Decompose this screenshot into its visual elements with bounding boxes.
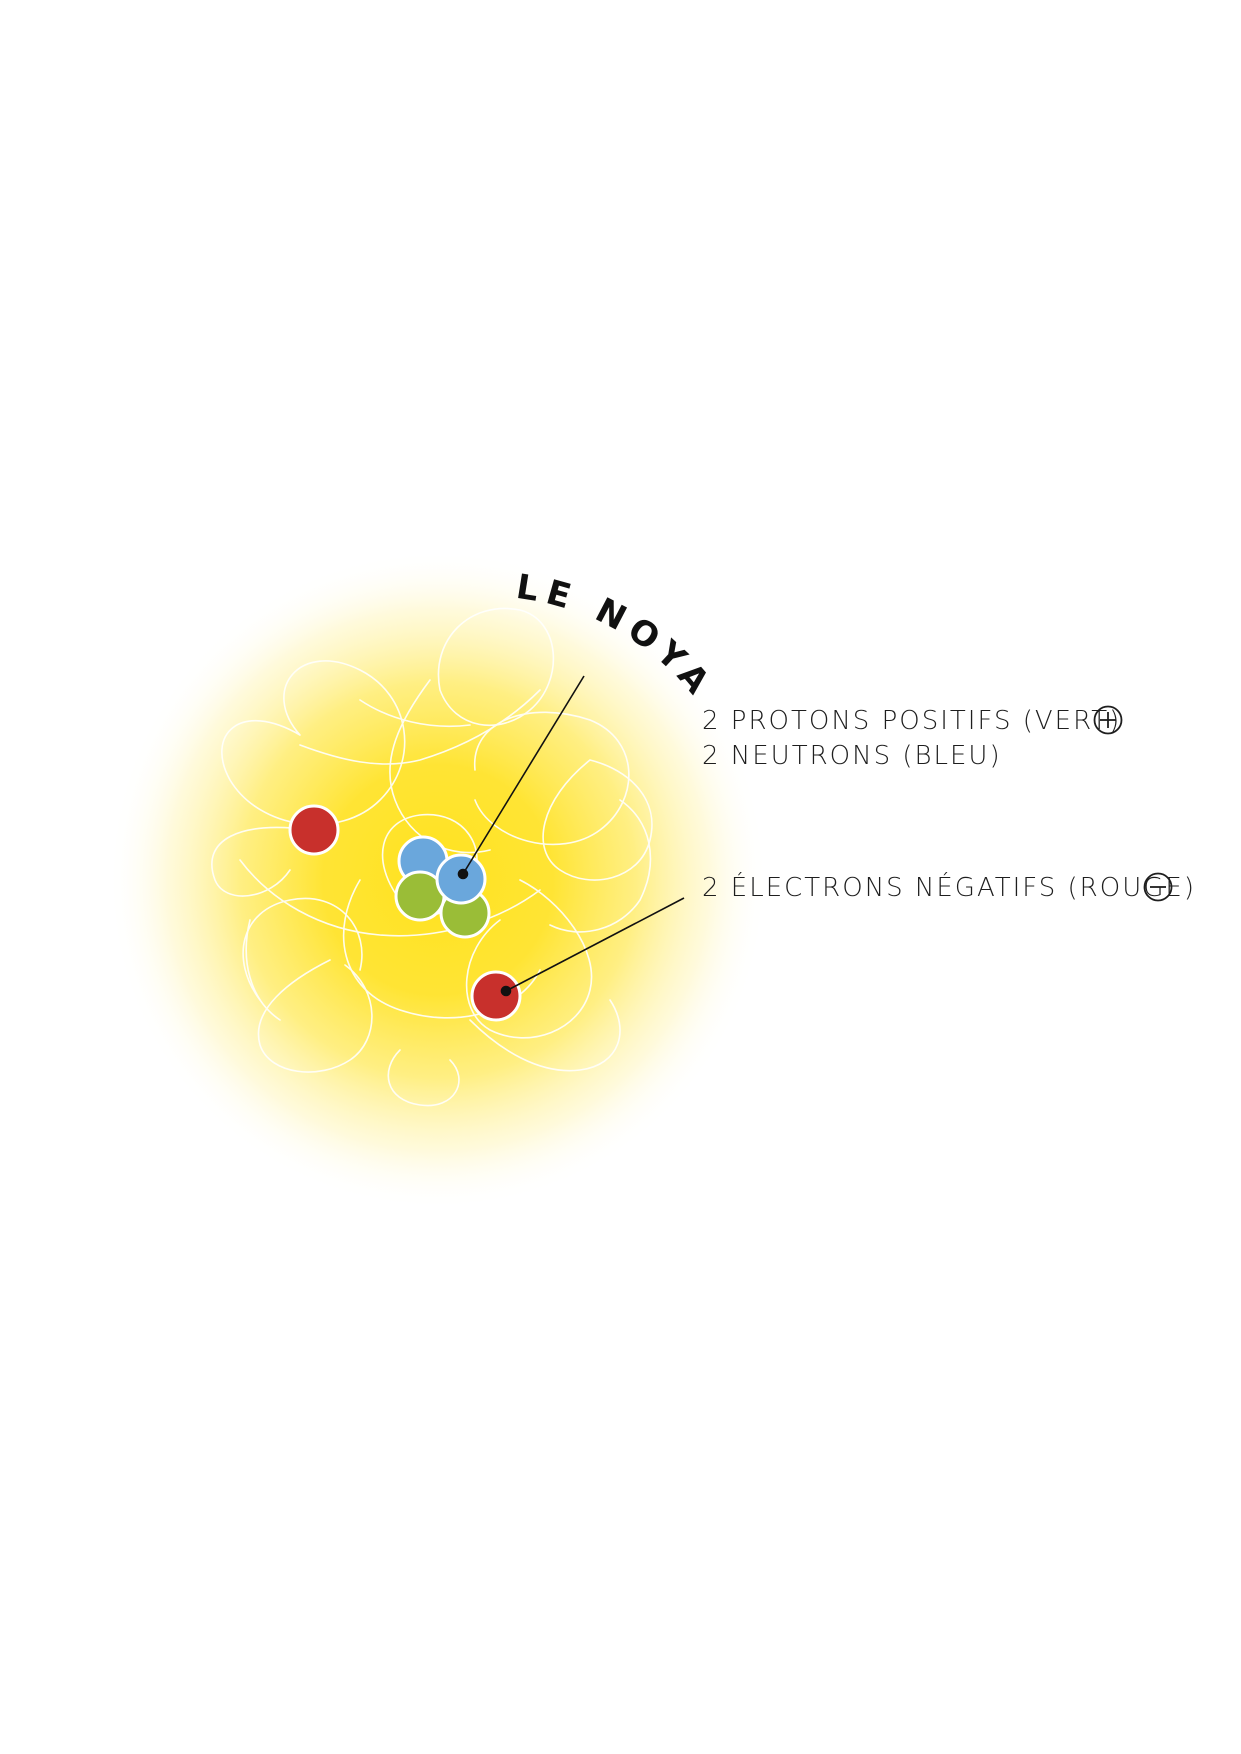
nucleus-leader-dot [457, 868, 469, 880]
leader-lines [457, 675, 685, 997]
electron-leader-line [505, 897, 685, 992]
minus-circle-icon [1143, 872, 1173, 902]
nucleus [394, 835, 491, 939]
electron-1 [288, 804, 340, 856]
electron-leader-dot [500, 985, 512, 997]
electrons-label: 2 ÉLECTRONS NÉGATIFS (ROUGE) [702, 871, 1196, 903]
neutrons-label: 2 NEUTRONS (BLEU) [702, 741, 1002, 771]
electron-2 [470, 970, 522, 1022]
plus-circle-icon [1093, 705, 1123, 735]
nucleus-leader-line [462, 675, 585, 875]
protons-label: 2 PROTONS POSITIFS (VERT) [702, 706, 1121, 736]
neutron-2 [435, 853, 487, 905]
